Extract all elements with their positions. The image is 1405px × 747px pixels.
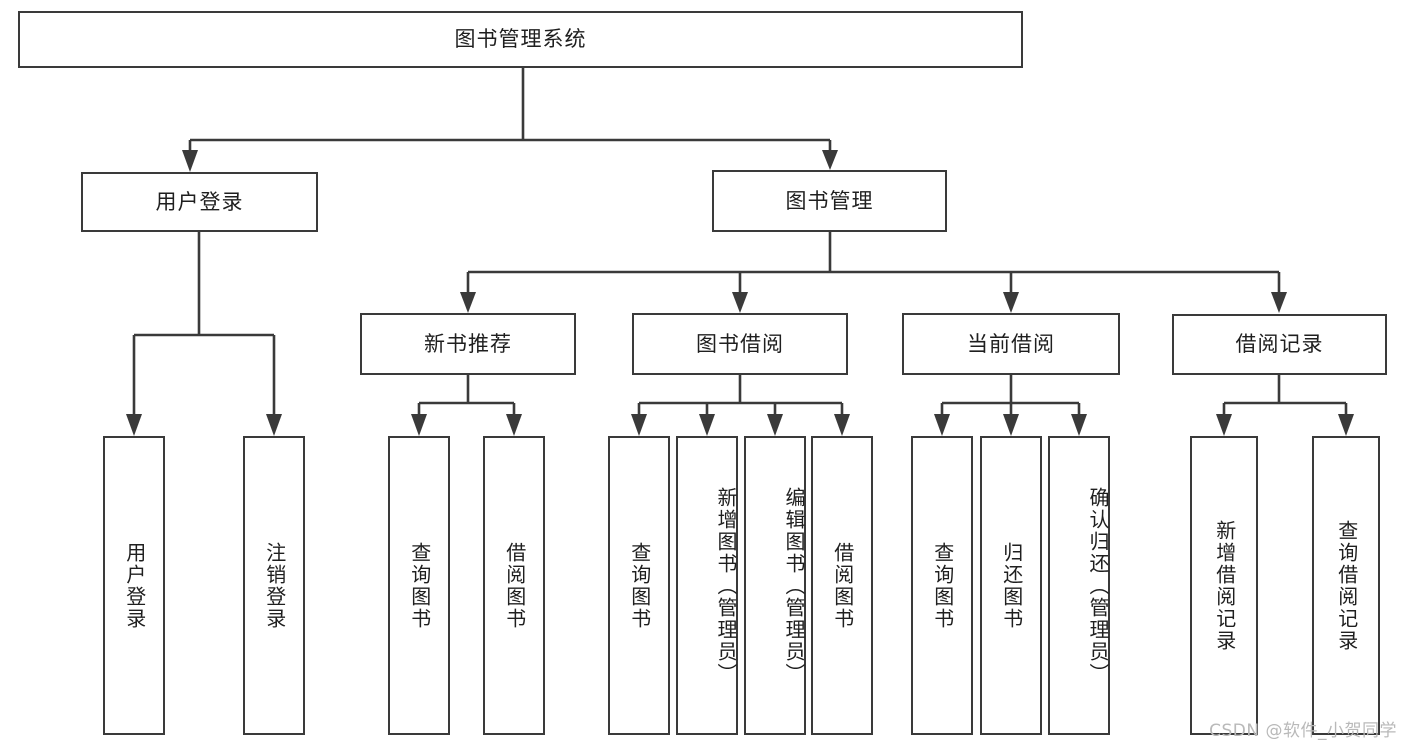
arrowhead-bookborrow <box>732 292 748 313</box>
leaf-current-borrow-confirm-return[interactable]: 确认归还（管理员） <box>1048 436 1110 735</box>
node-user-login[interactable]: 用户登录 <box>81 172 318 232</box>
arrowhead-bookmgmt <box>822 150 838 170</box>
leaf-label: 查询图书 <box>627 541 652 630</box>
leaf-label: 用户登录 <box>122 541 147 630</box>
arrowhead-bookborrow-leaf1 <box>631 414 647 436</box>
leaf-current-borrow-query[interactable]: 查询图书 <box>911 436 973 735</box>
csdn-watermark: CSDN @软件_小贺同学 <box>1209 721 1397 741</box>
leaf-label: 查询图书 <box>930 541 955 630</box>
node-new-book-recommend[interactable]: 新书推荐 <box>360 313 576 375</box>
arrowhead-bookborrow-leaf3 <box>767 414 783 436</box>
arrowhead-currentborrow-leaf2 <box>1003 414 1019 436</box>
node-book-borrow[interactable]: 图书借阅 <box>632 313 848 375</box>
node-root-system[interactable]: 图书管理系统 <box>18 11 1023 68</box>
arrowhead-currentborrow-leaf3 <box>1071 414 1087 436</box>
arrowhead-currentborrow <box>1003 292 1019 313</box>
leaf-label: 确认归还（管理员） <box>1086 486 1110 685</box>
leaf-new-book-query[interactable]: 查询图书 <box>388 436 450 735</box>
leaf-user-login-logout[interactable]: 注销登录 <box>243 436 305 735</box>
arrowhead-newbook <box>460 292 476 313</box>
leaf-label: 编辑图书（管理员） <box>782 486 806 685</box>
arrowhead-borrowrecord-leaf1 <box>1216 414 1232 436</box>
node-current-borrow[interactable]: 当前借阅 <box>902 313 1120 375</box>
arrowhead-currentborrow-leaf1 <box>934 414 950 436</box>
arrowhead-bookborrow-leaf4 <box>834 414 850 436</box>
arrowhead-user-login-leaf <box>126 414 142 436</box>
leaf-new-book-borrow[interactable]: 借阅图书 <box>483 436 545 735</box>
leaf-borrow-record-query[interactable]: 查询借阅记录 <box>1312 436 1380 735</box>
arrowhead-newbook-leaf2 <box>506 414 522 436</box>
arrowhead-borrowrecord <box>1271 292 1287 313</box>
leaf-label: 借阅图书 <box>502 541 527 630</box>
arrowhead-borrowrecord-leaf2 <box>1338 414 1354 436</box>
arrowhead-newbook-leaf1 <box>411 414 427 436</box>
leaf-book-borrow-edit[interactable]: 编辑图书（管理员） <box>744 436 806 735</box>
leaf-book-borrow-borrow[interactable]: 借阅图书 <box>811 436 873 735</box>
leaf-user-login-do-login[interactable]: 用户登录 <box>103 436 165 735</box>
leaf-label: 新增图书（管理员） <box>714 486 738 685</box>
leaf-book-borrow-add[interactable]: 新增图书（管理员） <box>676 436 738 735</box>
arrowhead-logout-leaf <box>266 414 282 436</box>
leaf-book-borrow-query[interactable]: 查询图书 <box>608 436 670 735</box>
node-book-management[interactable]: 图书管理 <box>712 170 947 232</box>
leaf-label: 归还图书 <box>999 541 1024 630</box>
leaf-label: 查询借阅记录 <box>1334 519 1359 652</box>
arrowhead-userlogin <box>182 150 198 172</box>
leaf-label: 新增借阅记录 <box>1212 519 1237 652</box>
leaf-label: 注销登录 <box>262 541 287 630</box>
leaf-label: 借阅图书 <box>830 541 855 630</box>
node-borrow-record[interactable]: 借阅记录 <box>1172 314 1387 375</box>
leaf-label: 查询图书 <box>407 541 432 630</box>
leaf-borrow-record-add[interactable]: 新增借阅记录 <box>1190 436 1258 735</box>
arrowhead-bookborrow-leaf2 <box>699 414 715 436</box>
leaf-current-borrow-return[interactable]: 归还图书 <box>980 436 1042 735</box>
